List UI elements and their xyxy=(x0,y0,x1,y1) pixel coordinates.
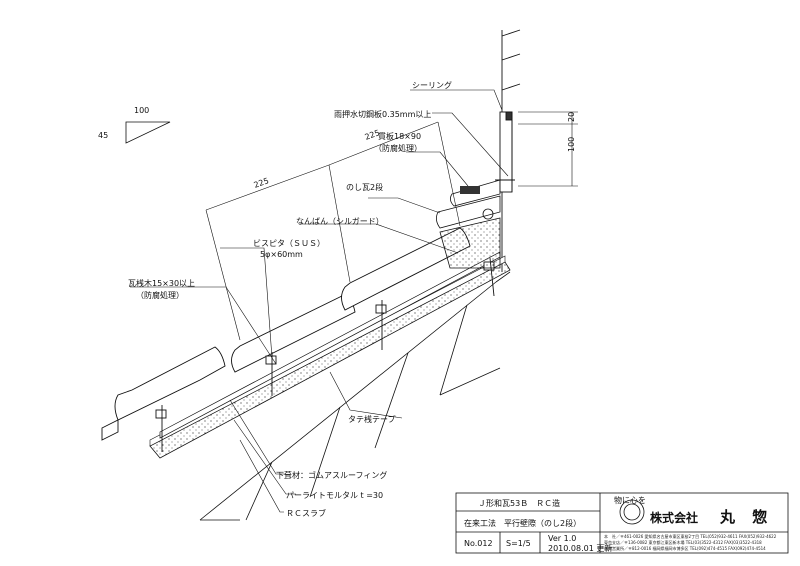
rc-slab-hatch xyxy=(199,271,511,521)
label-screw: ビスピタ（ＳＵＳ） xyxy=(253,239,325,248)
slope-run-label: 100 xyxy=(134,106,149,115)
title-2: 在来工法 平行壁際（のし2段） xyxy=(464,518,581,528)
slope-symbol: 100 45 xyxy=(98,106,171,144)
company-motto: 物に心を xyxy=(614,495,646,505)
label-batten-sub: （防腐処理） xyxy=(136,290,184,300)
label-nuki-sub: （防腐処理） xyxy=(374,143,422,153)
dimension-lines xyxy=(205,111,578,341)
company-name: 丸 惣 xyxy=(719,508,773,526)
label-sealing: シーリング xyxy=(412,80,452,90)
slope-rise-label: 45 xyxy=(98,131,108,140)
label-screw-sub: 5φ×60mm xyxy=(260,250,303,259)
title-block xyxy=(455,492,789,554)
dim-100: 100 xyxy=(567,137,576,152)
label-underlay: 下葺材：ゴムアスルーフィング xyxy=(276,470,387,480)
scale: S=1/5 xyxy=(506,539,531,548)
address-line-3: 福岡営業所／〒812-0016 福岡県福岡市博多区 TEL(092)474-45… xyxy=(604,545,766,551)
dim-20: 20 xyxy=(567,112,576,122)
label-nuki: 貫板18×90 xyxy=(378,131,421,141)
label-batten: 瓦桟木15×30以上 xyxy=(128,278,195,288)
label-mortar: パーライトモルタル t =30 xyxy=(286,491,383,500)
version: Ver 1.0 xyxy=(548,534,576,543)
label-slab: ＲＣスラブ xyxy=(286,508,326,518)
label-flashing: 雨押水切鋼板0.35mm以上 xyxy=(334,109,431,119)
label-counter-batten: タテ桟テープ xyxy=(348,414,396,424)
counter-batten xyxy=(159,251,501,439)
title-1: Ｊ形和瓦53Ｂ ＲＣ造 xyxy=(478,498,560,508)
date: 2010.08.01 更新 xyxy=(548,543,612,553)
roof-tiles xyxy=(101,227,471,441)
address-line-1: 本 社／〒461-0026 愛知県名古屋市東区東桜2丁目 TEL(052)932… xyxy=(604,533,777,539)
label-noshi: のし瓦2段 xyxy=(346,182,383,192)
leader-lines xyxy=(130,89,509,513)
flashing xyxy=(495,111,515,193)
company-prefix: 株式会社 xyxy=(650,510,698,525)
address-line-2: 東京支店／〒136-0082 東京都江東区新木場 TEL(03)3522-431… xyxy=(604,539,762,545)
drawing-no: No.012 xyxy=(464,539,493,548)
noshi-tiles xyxy=(436,179,501,269)
label-nanban: なんばん（シルガード） xyxy=(296,216,384,226)
